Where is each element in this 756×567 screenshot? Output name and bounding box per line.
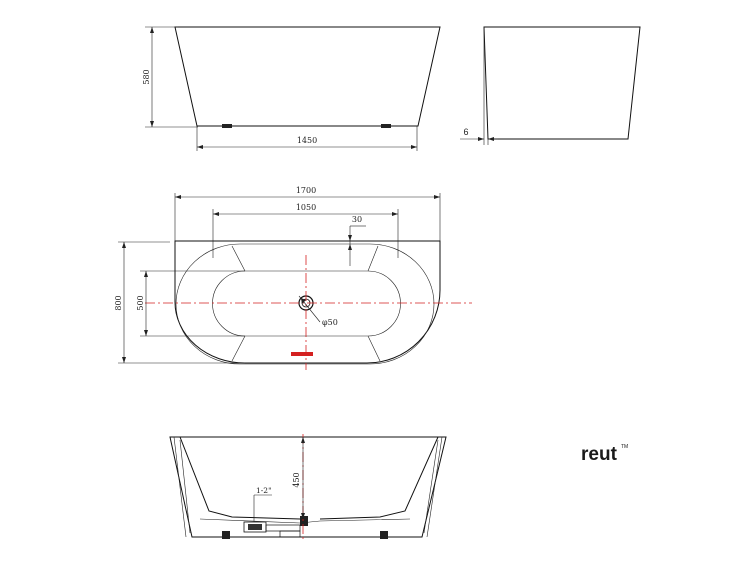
section-foot-left (222, 531, 230, 539)
section-outer-shell (169, 436, 447, 538)
top-view-outer-outline (174, 240, 441, 364)
section-view: 1-2" 450 (169, 434, 447, 540)
section-drain-trap (248, 524, 262, 530)
top-inner-length-label: 1050 (296, 203, 316, 212)
top-overall-width-label: 800 (114, 295, 123, 310)
side-view-tub-outline (483, 26, 641, 140)
top-inner-width-dimension: 500 (136, 270, 245, 337)
front-view-foot-left (222, 124, 232, 128)
front-height-label: 580 (142, 69, 151, 84)
top-inner-length-dimension: 1050 (212, 203, 399, 258)
section-depth-label: 450 (292, 472, 301, 487)
top-overall-length-dimension: 1700 (174, 186, 441, 241)
top-view-basin-outline (175, 243, 435, 365)
section-drain-outlet (300, 516, 308, 526)
front-length-dimension: 1450 (196, 126, 418, 151)
front-length-label: 1450 (297, 136, 317, 145)
top-inner-width-label: 500 (136, 295, 145, 310)
front-height-dimension: 580 (142, 26, 198, 128)
front-view-foot-right (381, 124, 391, 128)
side-offset-label: 6 (463, 127, 468, 137)
section-inner-wall-right (319, 436, 446, 520)
drain-diameter-label: φ50 (322, 318, 338, 327)
top-overall-width-dimension: 800 (114, 241, 245, 364)
section-drain-thread-label: 1-2" (256, 486, 272, 495)
top-view-overflow (291, 352, 313, 356)
side-offset-dimension: 6 (460, 127, 498, 141)
side-view: 6 (460, 26, 641, 145)
top-edge-offset-dimension: 30 (348, 215, 366, 266)
brand-logo-text: reut (581, 444, 618, 465)
top-overall-length-label: 1700 (296, 186, 316, 195)
brand-logo: reut TM (581, 444, 628, 465)
front-view: 580 1450 (142, 26, 441, 151)
front-view-tub-outline (174, 26, 441, 127)
section-foot-right (380, 531, 388, 539)
section-depth-dimension: 450 (292, 437, 305, 519)
section-inner-wall-left (170, 436, 301, 520)
top-view-floor-outline (212, 270, 401, 337)
brand-logo-trademark: TM (621, 444, 628, 450)
top-edge-offset-label: 30 (352, 215, 362, 224)
top-view: φ50 1700 1050 30 (114, 186, 472, 370)
